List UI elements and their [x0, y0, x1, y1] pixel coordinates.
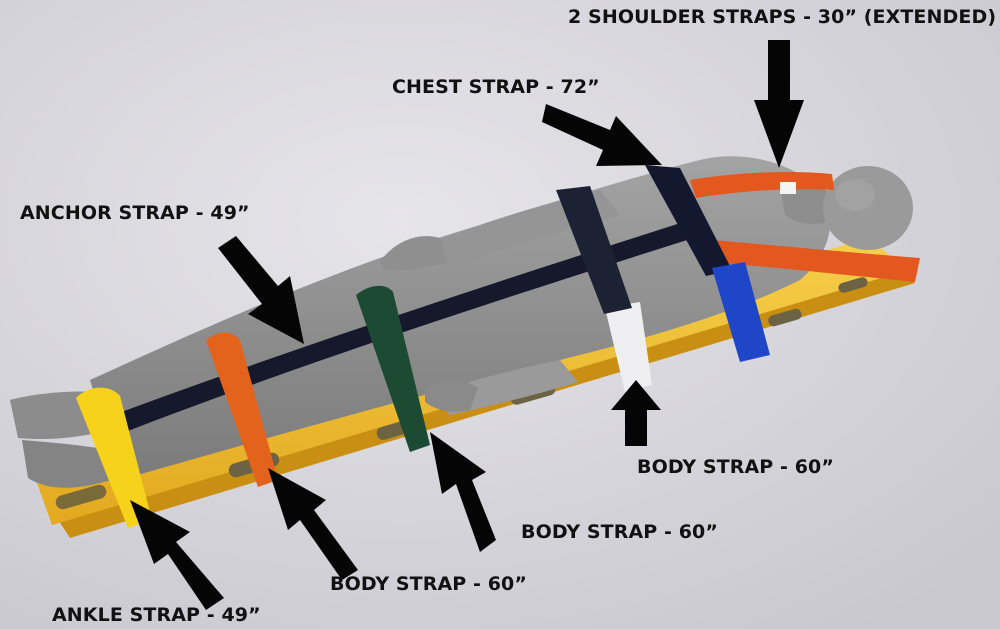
body-strap-blue [712, 262, 770, 362]
label-ankle-strap: ANKLE STRAP - 49” [52, 604, 261, 626]
label-body-strap-left: BODY STRAP - 60” [330, 573, 527, 595]
chest-strap [645, 165, 732, 276]
body-strap-orange [206, 332, 278, 487]
body-strap-green [356, 285, 430, 452]
body-strap-white [605, 302, 652, 392]
arrow-body-middle [430, 432, 496, 552]
arrow-body-left [268, 468, 358, 580]
label-shoulder-straps: 2 SHOULDER STRAPS - 30” (EXTENDED) [568, 6, 997, 28]
shoulder-straps [690, 172, 920, 282]
ankle-strap [76, 387, 152, 528]
arrow-ankle [130, 500, 224, 610]
label-chest-strap: CHEST STRAP - 72” [392, 76, 600, 98]
label-anchor-strap: ANCHOR STRAP - 49” [20, 202, 250, 224]
label-body-strap-middle: BODY STRAP - 60” [521, 521, 718, 543]
arrow-chest [542, 104, 662, 166]
arrow-anchor [218, 236, 304, 344]
arrow-shoulder [754, 40, 804, 168]
arrow-body-right [611, 380, 661, 446]
body-strap-navy [556, 186, 632, 314]
label-body-strap-right: BODY STRAP - 60” [637, 456, 834, 478]
